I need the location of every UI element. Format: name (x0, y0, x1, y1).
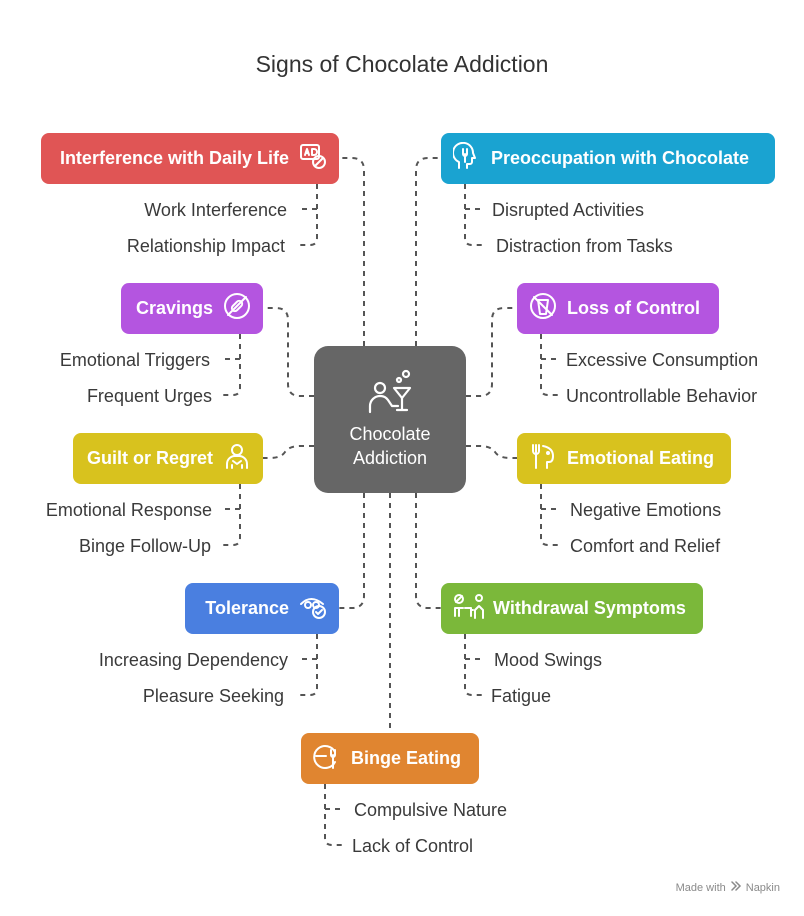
center-label-line2: Addiction (352, 448, 428, 468)
category-label: Loss of Control (567, 298, 700, 318)
head-fork-icon (452, 141, 481, 175)
sub-item-work-interference: Work Interference (144, 200, 287, 220)
category-cravings: Cravings (121, 283, 263, 334)
category-preoccupation-with-chocolate: Preoccupation with Chocolate (441, 133, 775, 184)
category-label: Preoccupation with Chocolate (491, 148, 750, 168)
center-node: Chocolate Addiction (314, 346, 466, 493)
sub-item-binge-follow-up: Binge Follow-Up (78, 536, 211, 556)
category-label: Withdrawal Symptoms (493, 598, 686, 618)
category-interference-with-daily-life: Interference with Daily Life (41, 133, 339, 184)
sub-item-comfort-and-relief: Comfort and Relief (570, 536, 721, 556)
sub-item-excessive-consumption: Excessive Consumption (566, 350, 759, 370)
sub-item-pleasure-seeking: Pleasure Seeking (142, 686, 284, 706)
category-guilt-or-regret: Guilt or Regret (73, 433, 263, 484)
sub-item-fatigue: Fatigue (491, 686, 552, 706)
ad-block-icon (299, 142, 327, 175)
category-label: Emotional Eating (567, 448, 715, 468)
fork-face-icon (529, 442, 557, 475)
sub-item-distraction-from-tasks: Distraction from Tasks (496, 236, 673, 256)
center-label-line1: Chocolate (349, 424, 431, 444)
no-pill-icon (223, 292, 251, 325)
sub-item-negative-emotions: Negative Emotions (570, 500, 722, 520)
sub-item-mood-swings: Mood Swings (494, 650, 603, 670)
category-loss-of-control: Loss of Control (517, 283, 719, 334)
sub-item-uncontrollable-behavior: Uncontrollable Behavior (566, 386, 758, 406)
category-label: Cravings (135, 298, 213, 318)
person-icon (223, 442, 251, 475)
category-label: Tolerance (205, 598, 289, 618)
eye-check-icon (299, 592, 327, 625)
category-label: Interference with Daily Life (59, 148, 289, 168)
footer-attribution: Made with Napkin (676, 880, 780, 895)
sub-item-emotional-triggers: Emotional Triggers (59, 350, 210, 370)
person-drink-icon (366, 368, 414, 421)
category-emotional-eating: Emotional Eating (517, 433, 731, 484)
sub-item-disrupted-activities: Disrupted Activities (492, 200, 645, 220)
sub-item-emotional-response: Emotional Response (45, 500, 212, 520)
footer-brand: Napkin (745, 881, 780, 894)
sub-item-relationship-impact: Relationship Impact (126, 236, 285, 256)
sub-item-lack-of-control: Lack of Control (352, 836, 474, 856)
plate-fork-icon (313, 742, 341, 775)
footer-made-with: Made with (675, 881, 726, 894)
category-binge-eating: Binge Eating (301, 733, 479, 784)
napkin-logo-icon (730, 880, 742, 895)
sub-item-frequent-urges: Frequent Urges (86, 386, 212, 406)
sub-item-increasing-dependency: Increasing Dependency (98, 650, 288, 670)
no-drink-icon (529, 292, 557, 325)
withdrawal-icon (453, 592, 489, 625)
sub-item-compulsive-nature: Compulsive Nature (354, 800, 508, 820)
diagram-title: Signs of Chocolate Addiction (255, 51, 549, 77)
category-tolerance: Tolerance (185, 583, 339, 634)
category-withdrawal-symptoms: Withdrawal Symptoms (441, 583, 703, 634)
category-label: Binge Eating (351, 748, 462, 768)
category-label: Guilt or Regret (86, 448, 213, 468)
